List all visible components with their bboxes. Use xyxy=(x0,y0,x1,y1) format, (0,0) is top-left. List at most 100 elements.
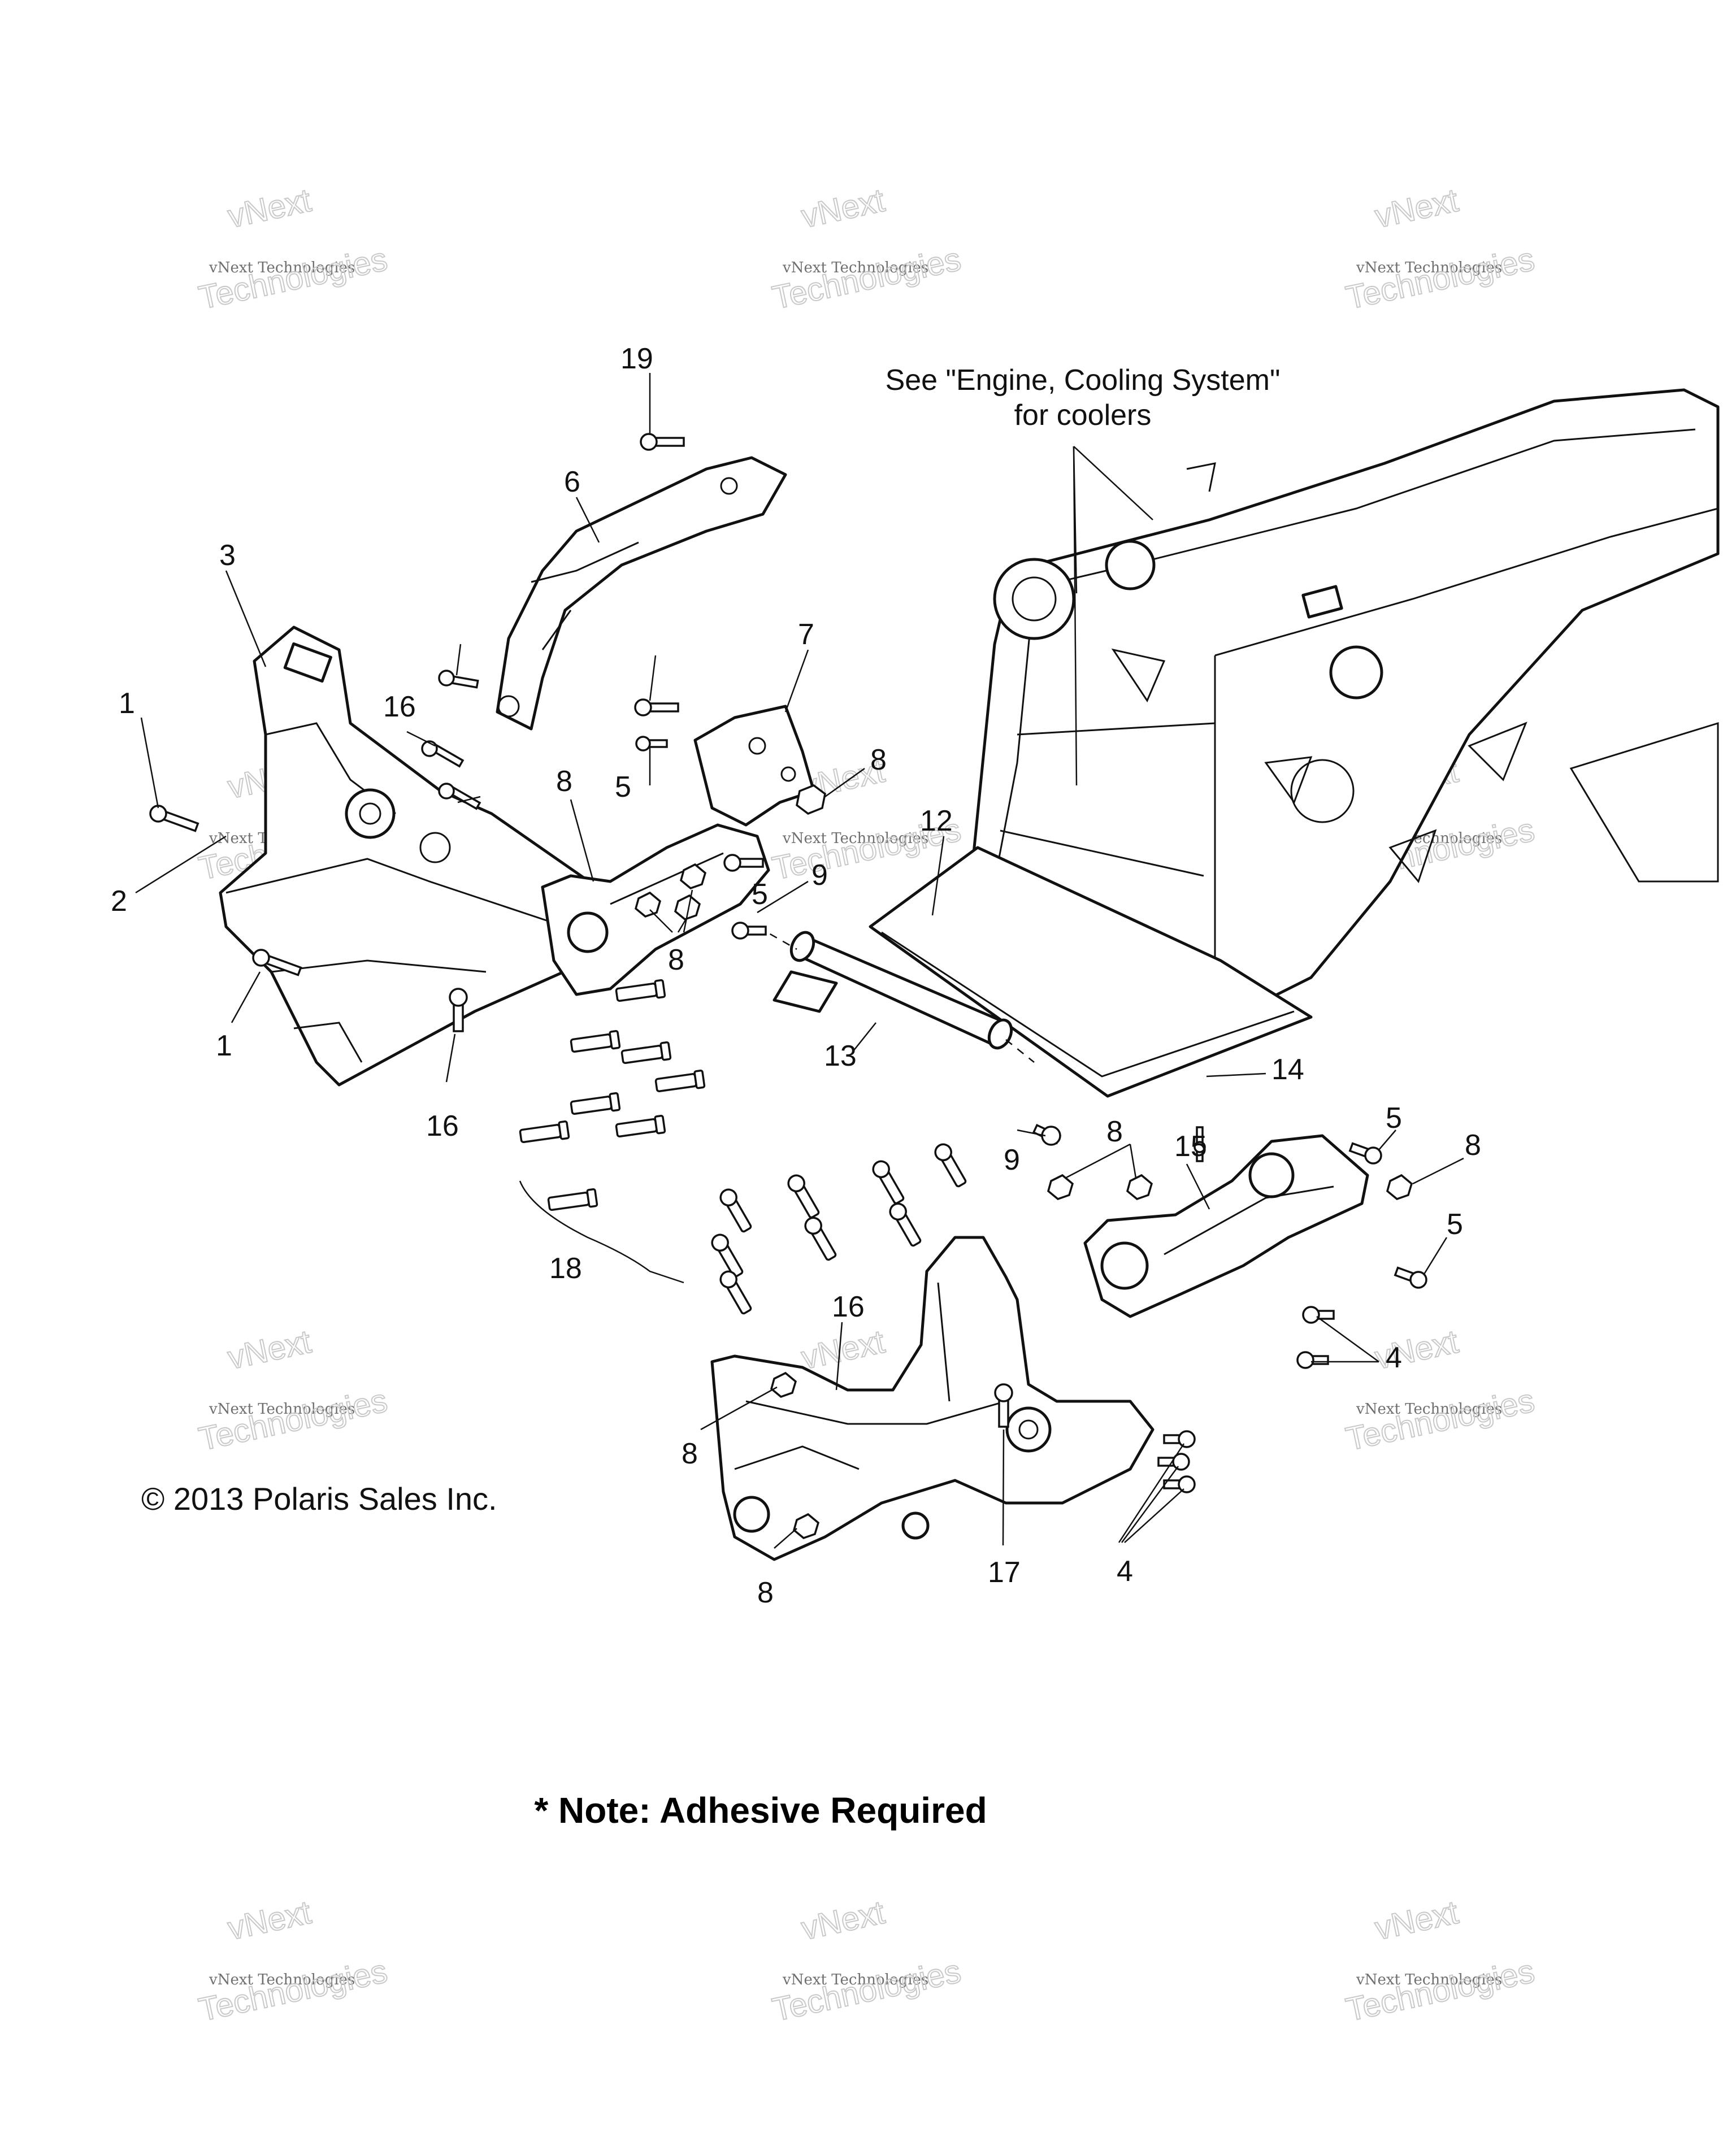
bolt-16-upper xyxy=(421,740,465,768)
svg-text:vNext: vNext xyxy=(798,182,888,235)
bolt-5-mid xyxy=(731,922,767,940)
svg-text:vNext: vNext xyxy=(1372,1894,1461,1947)
callout-4-upper: 4 xyxy=(1386,1341,1402,1374)
callout-5-mid: 5 xyxy=(752,878,768,911)
callout-6: 6 xyxy=(564,466,580,498)
part-11-cross-shaft xyxy=(757,926,1035,1063)
svg-text:Technologies: Technologies xyxy=(769,241,964,316)
callout-8-lower-b: 8 xyxy=(757,1576,774,1609)
bolt-5-upper xyxy=(635,736,668,751)
svg-text:vNext Technologies: vNext Technologies xyxy=(782,1971,928,1988)
bolt-4-c xyxy=(1163,1430,1196,1448)
watermark-lower-right: vNext vNext Technologies Technologies xyxy=(1342,1323,1538,1458)
callout-13: 15 xyxy=(1174,1130,1207,1163)
callout-2: 2 xyxy=(111,885,127,918)
bolt-5-right-lower xyxy=(1394,1266,1427,1289)
bolt-4-a xyxy=(1302,1306,1335,1324)
svg-text:vNext: vNext xyxy=(224,1894,314,1947)
leader-lines xyxy=(135,373,1464,1549)
svg-text:vNext: vNext xyxy=(798,1323,888,1376)
bolt-16-left xyxy=(449,988,468,1032)
bolt-18 xyxy=(438,670,479,689)
watermark-bottom-right: vNext vNext Technologies Technologies xyxy=(1342,1893,1538,2029)
engine-cooling-note-line2: for coolers xyxy=(1014,399,1152,432)
svg-text:vNext: vNext xyxy=(798,1894,888,1947)
part-10-tunnel-plate xyxy=(869,846,1313,1098)
svg-text:Technologies: Technologies xyxy=(769,1953,964,2028)
svg-text:Technologies: Technologies xyxy=(1343,1953,1538,2028)
part-7-mount-plate xyxy=(693,705,815,827)
callout-16-upper: 16 xyxy=(383,690,416,723)
callout-1-lower: 1 xyxy=(216,1029,232,1062)
callout-1-upper: 1 xyxy=(119,687,135,720)
part-15-bolt-kit xyxy=(519,979,967,1315)
svg-text:vNext: vNext xyxy=(224,182,314,235)
nut-8-mid-b xyxy=(674,894,701,920)
nut-8-mid-a xyxy=(635,891,662,918)
watermark-lower-left: vNext vNext Technologies Technologies xyxy=(195,1323,391,1458)
bolt-16-mid xyxy=(438,783,481,810)
svg-text:vNext: vNext xyxy=(224,1323,314,1376)
svg-text:Technologies: Technologies xyxy=(196,1953,390,2028)
svg-text:vNext Technologies: vNext Technologies xyxy=(782,259,928,276)
callout-16-lower: 17 xyxy=(988,1556,1021,1589)
bolt-5-right-upper xyxy=(1348,1142,1382,1165)
part-6-upper-bracket xyxy=(496,456,787,731)
part-3-front-bulkhead-left xyxy=(219,625,629,1087)
svg-text:Technologies: Technologies xyxy=(1343,241,1538,316)
adhesive-note: * Note: Adhesive Required xyxy=(534,1790,987,1831)
bolt-1-upper xyxy=(149,805,199,832)
callout-17: 19 xyxy=(620,342,653,375)
callout-16-left: 16 xyxy=(426,1110,459,1142)
svg-text:Technologies: Technologies xyxy=(1343,1382,1538,1458)
callout-11: 13 xyxy=(824,1040,857,1072)
nut-8-lower-a xyxy=(770,1371,797,1398)
nut-8-upper-right xyxy=(796,784,826,815)
bolt-16-lower xyxy=(994,1383,1013,1428)
svg-text:vNext Technologies: vNext Technologies xyxy=(209,259,355,276)
callout-8-mid: 8 xyxy=(668,944,684,976)
callout-5-upper: 5 xyxy=(615,771,631,803)
svg-text:vNext Technologies: vNext Technologies xyxy=(1356,1401,1502,1418)
nut-8-right-c xyxy=(1386,1174,1413,1200)
engine-chassis-assembly xyxy=(970,388,1720,1019)
bolt-4-b xyxy=(1296,1351,1329,1369)
bolt-19 xyxy=(634,698,679,716)
callout-3: 3 xyxy=(219,539,236,572)
watermark-top-center: vNext vNext Technologies Technologies xyxy=(769,181,965,317)
copyright-notice: © 2013 Polaris Sales Inc. xyxy=(141,1481,497,1517)
bolt-9-lower xyxy=(1032,1124,1062,1146)
callout-9-upper: 9 xyxy=(811,859,828,892)
bolt-4-d xyxy=(1157,1453,1190,1471)
nut-8-right-b xyxy=(1126,1174,1153,1200)
bolt-17 xyxy=(640,433,685,451)
engine-cooling-note-line1: See "Engine, Cooling System" xyxy=(886,364,1281,397)
bolt-1-lower xyxy=(252,949,302,976)
fasteners xyxy=(149,433,1427,1539)
callout-labels: 19 6 3 7 1 16 5 8 8 2 12 9 5 8 1 13 14 1… xyxy=(111,342,1481,1609)
svg-text:vNext Technologies: vNext Technologies xyxy=(209,1971,355,1988)
callout-5-right-lower: 5 xyxy=(1447,1208,1463,1241)
svg-text:Technologies: Technologies xyxy=(196,1382,390,1458)
nut-8-mid-c xyxy=(680,863,707,889)
watermark-bottom-left: vNext vNext Technologies Technologies xyxy=(195,1893,391,2029)
callout-12: 14 xyxy=(1271,1053,1304,1086)
pin-12 xyxy=(1194,1126,1206,1162)
svg-text:Technologies: Technologies xyxy=(196,241,390,316)
svg-text:vNext Technologies: vNext Technologies xyxy=(1356,259,1502,276)
callout-14: 16 xyxy=(832,1291,865,1323)
svg-text:vNext Technologies: vNext Technologies xyxy=(782,830,928,847)
callout-8-right-a: 8 xyxy=(1106,1115,1123,1148)
callout-10: 12 xyxy=(920,805,953,837)
watermark-bottom-center: vNext vNext Technologies Technologies xyxy=(769,1893,965,2029)
svg-text:vNext Technologies: vNext Technologies xyxy=(209,1401,355,1418)
callout-4-lower: 4 xyxy=(1117,1555,1133,1588)
svg-text:vNext: vNext xyxy=(1372,182,1461,235)
part-14-lower-bulkhead xyxy=(710,1236,1155,1561)
watermark-top-left: vNext vNext Technologies Technologies xyxy=(195,181,391,317)
callout-8-upper-right: 8 xyxy=(870,744,887,776)
callout-15: 18 xyxy=(549,1252,582,1285)
part-13-right-casting xyxy=(1083,1134,1369,1318)
